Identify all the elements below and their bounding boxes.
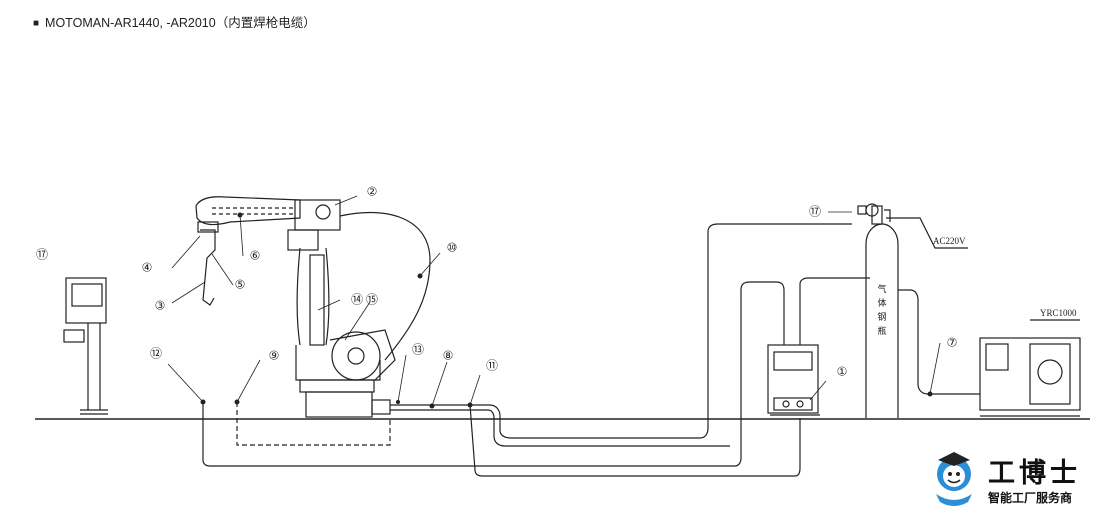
- cable-7: [898, 289, 980, 395]
- callout-12: ⑫: [150, 347, 162, 361]
- callout-1: ①: [837, 365, 848, 379]
- bullet-icon: ■: [33, 18, 40, 29]
- yrc1000-controller: [979, 319, 1081, 417]
- gas-cylinder-char-2: 体: [877, 297, 886, 309]
- gas-cylinder-char-1: 气: [877, 283, 886, 295]
- callout-4: ④: [142, 261, 153, 275]
- callout-13: ⑬: [412, 343, 424, 357]
- callout-10: ⑩: [447, 241, 458, 255]
- cable-11: [469, 404, 801, 477]
- ac220v-lead: [886, 217, 968, 249]
- label-yrc1000: YRC1000: [1040, 308, 1077, 318]
- callout-5: ⑤: [235, 278, 246, 292]
- callout-2: ②: [367, 185, 378, 199]
- robot-arm: [195, 196, 396, 418]
- cable-10: [339, 212, 431, 361]
- gas-cylinder: [857, 203, 899, 418]
- gas-cylinder-char-3: 钢: [877, 311, 886, 323]
- callout-6: ⑥: [250, 249, 261, 263]
- callout-7: ⑦: [947, 336, 958, 350]
- callout-14: ⑭: [351, 293, 363, 307]
- callout-17-regulator: ⑰: [809, 205, 821, 219]
- title-text: MOTOMAN-AR1440, -AR2010（内置焊枪电缆）: [45, 16, 316, 30]
- page-title: ■ MOTOMAN-AR1440, -AR2010（内置焊枪电缆）: [33, 12, 316, 31]
- leader-lines: [167, 195, 941, 407]
- callout-8: ⑧: [443, 349, 454, 363]
- label-ac220v: AC220V: [933, 236, 966, 246]
- callout-11: ⑪: [486, 359, 498, 373]
- cable-8-b: [390, 409, 730, 447]
- callout-15: ⑮: [366, 293, 378, 307]
- cable-8: [390, 223, 852, 439]
- cable-9-dashed: [236, 402, 391, 446]
- pendant-stand: [63, 277, 108, 415]
- welding-power-source: [767, 344, 820, 416]
- callout-9: ⑨: [269, 349, 280, 363]
- callout-17-pendant: ⑰: [36, 248, 48, 262]
- cable-12: [202, 281, 785, 467]
- gas-hose: [799, 277, 870, 345]
- logo-tagline: 智能工厂服务商: [988, 491, 1073, 505]
- logo-name: 工博士: [988, 458, 1081, 489]
- callout-3: ③: [155, 299, 166, 313]
- gas-cylinder-char-4: 瓶: [877, 325, 886, 337]
- logo-mascot-icon: [936, 452, 972, 506]
